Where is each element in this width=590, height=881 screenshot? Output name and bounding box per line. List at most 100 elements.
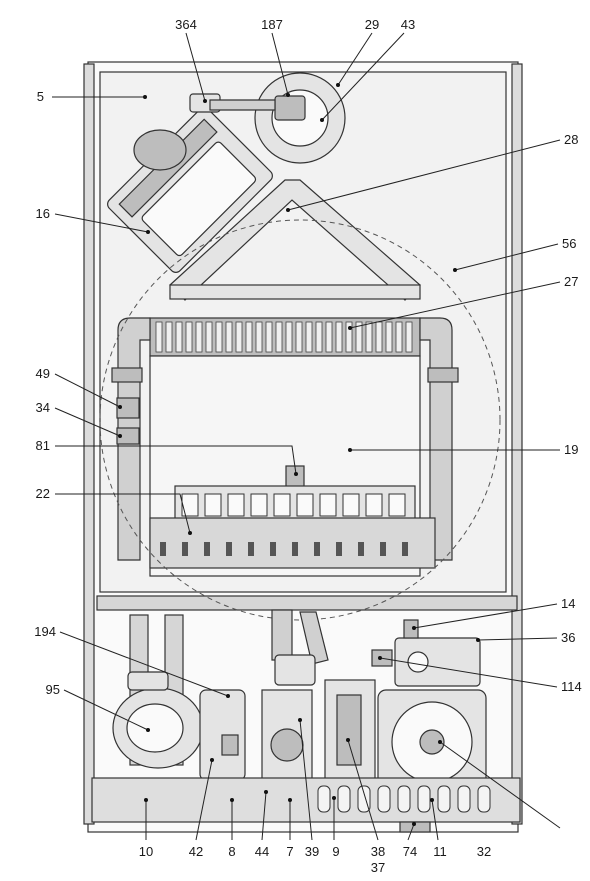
heat-exchanger-fin — [185, 321, 193, 353]
burner-nozzle — [402, 542, 408, 556]
callout-42: 42 — [189, 844, 203, 859]
callout-11: 11 — [433, 844, 447, 859]
callout-43: 43 — [401, 17, 415, 32]
callout-34: 34 — [36, 400, 50, 415]
heat-exchanger-fin — [385, 321, 393, 353]
tray-vent-slot — [357, 785, 371, 813]
heat-exchanger-fin — [395, 321, 403, 353]
heat-exchanger-fin — [225, 321, 233, 353]
burner-nozzle — [160, 542, 166, 556]
callout-32: 32 — [477, 844, 491, 859]
heat-exchanger-fin — [285, 321, 293, 353]
heat-exchanger-fin — [255, 321, 263, 353]
burner-nozzle — [270, 542, 276, 556]
callout-16: 16 — [36, 206, 50, 221]
callout-95: 95 — [46, 682, 60, 697]
burner-nozzle — [204, 542, 210, 556]
burner-nozzle — [314, 542, 320, 556]
callout-8: 8 — [228, 844, 235, 859]
tray-vent-slot — [397, 785, 411, 813]
heat-exchanger-fin — [175, 321, 183, 353]
callout-44: 44 — [255, 844, 269, 859]
callout-81: 81 — [36, 438, 50, 453]
heat-exchanger-fin — [165, 321, 173, 353]
tray-vent-slot — [417, 785, 431, 813]
tray-vent-slot — [317, 785, 331, 813]
callout-194: 194 — [34, 624, 56, 639]
overheat-sensors — [116, 397, 305, 489]
burner-port — [365, 493, 383, 517]
control-tray — [91, 777, 521, 833]
heat-exchanger-fin — [335, 321, 343, 353]
callout-labels: 364 187 29 43 5 16 49 34 81 22 194 95 28… — [34, 17, 581, 875]
burner-nozzle — [226, 542, 232, 556]
callout-7: 7 — [286, 844, 293, 859]
heat-exchanger-fin — [195, 321, 203, 353]
tray-vent-slot — [437, 785, 451, 813]
callout-22: 22 — [36, 486, 50, 501]
heat-exchanger-fin — [305, 321, 313, 353]
tray-vent-slot — [477, 785, 491, 813]
callout-10: 10 — [139, 844, 153, 859]
flue-adaptor — [189, 72, 346, 164]
callout-74: 74 — [403, 844, 417, 859]
heat-exchanger-fin — [215, 321, 223, 353]
circulating-pump — [377, 689, 487, 801]
callout-39: 39 — [305, 844, 319, 859]
burner-port — [250, 493, 268, 517]
heat-exchanger-fin — [275, 321, 283, 353]
callout-29: 29 — [365, 17, 379, 32]
heat-exchanger-fin — [315, 321, 323, 353]
heat-exchanger-fin — [245, 321, 253, 353]
callout-5: 5 — [37, 89, 44, 104]
tray-vent-slot — [377, 785, 391, 813]
tray-vent-slot — [457, 785, 471, 813]
callout-187: 187 — [261, 17, 283, 32]
heat-exchanger-fin — [345, 321, 353, 353]
burner-nozzle — [358, 542, 364, 556]
callout-9: 9 — [332, 844, 339, 859]
heat-exchanger-fin — [235, 321, 243, 353]
burner-port — [296, 493, 314, 517]
burner-port — [388, 493, 406, 517]
heat-exchanger-fin — [375, 321, 383, 353]
service-area-outline — [99, 219, 501, 621]
burner-port — [319, 493, 337, 517]
burner-nozzle — [182, 542, 188, 556]
burner-port — [204, 493, 222, 517]
callout-114: 114 — [561, 679, 582, 694]
callout-364: 364 — [175, 17, 197, 32]
gas-valve — [371, 619, 481, 687]
heat-exchanger-fin — [155, 321, 163, 353]
burner-nozzle — [248, 542, 254, 556]
burner — [149, 485, 436, 569]
heat-exchanger-fin — [365, 321, 373, 353]
callout-38: 38 — [371, 844, 385, 859]
callout-19: 19 — [564, 442, 578, 457]
callout-36: 36 — [561, 630, 575, 645]
callout-37: 37 — [371, 860, 385, 875]
callout-27: 27 — [564, 274, 578, 289]
burner-nozzle — [336, 542, 342, 556]
burner-port — [273, 493, 291, 517]
burner-port — [181, 493, 199, 517]
callout-28: 28 — [564, 132, 578, 147]
leader-lines — [52, 32, 561, 841]
callout-56: 56 — [562, 236, 576, 251]
flue-hood — [169, 179, 421, 301]
heat-exchanger — [149, 317, 421, 357]
heat-exchanger-fin — [205, 321, 213, 353]
heat-exchanger-fin — [325, 321, 333, 353]
burner-nozzle — [380, 542, 386, 556]
burner-nozzle — [292, 542, 298, 556]
heat-exchanger-fin — [265, 321, 273, 353]
callout-14: 14 — [561, 596, 575, 611]
burner-port — [342, 493, 360, 517]
heat-exchanger-fin — [355, 321, 363, 353]
expansion-vessel-pump — [112, 671, 246, 781]
heat-exchanger-fin — [405, 321, 413, 353]
heat-exchanger-fin — [295, 321, 303, 353]
burner-port — [227, 493, 245, 517]
tray-vent-slot — [337, 785, 351, 813]
